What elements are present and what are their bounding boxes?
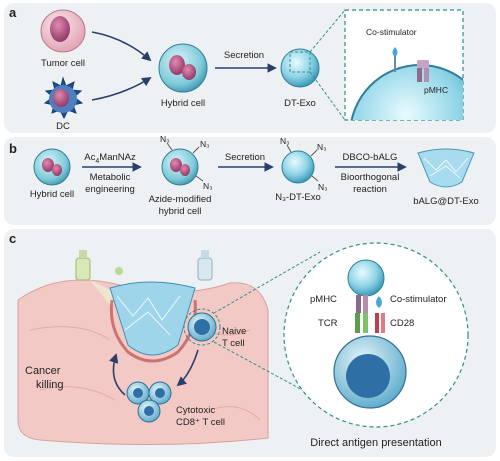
balg-exo-label: bALG@DT-Exo: [413, 196, 479, 207]
cytotoxic-label-2: CD8⁺ T cell: [176, 417, 225, 428]
azide-label-1: Azide-modified: [149, 194, 212, 205]
hybrid-cell-icon: [158, 43, 208, 93]
dbco-label: DBCO-bALG: [343, 152, 398, 163]
azide-tag-2: N₃: [200, 139, 210, 149]
azide-tag-4: N₃: [280, 136, 290, 146]
panel-b: b Hybrid cell Ac4ManNAz Metabolic engine…: [4, 134, 496, 225]
azide-label-2: hybrid cell: [159, 206, 202, 217]
co-stimulator-icon: [392, 47, 398, 72]
hybrid-cell-label: Hybrid cell: [161, 98, 205, 109]
naive-label-1: Naive: [222, 326, 246, 337]
synapse-zoom-circle: [283, 242, 469, 428]
panel-b-background: [4, 137, 496, 225]
cytotoxic-label-1: Cytotoxic: [176, 405, 215, 416]
tcr-label: TCR: [318, 318, 338, 329]
hybrid-cell-b-label: Hybrid cell: [30, 189, 74, 200]
secretion-label: Secretion: [224, 50, 264, 61]
cd28-label: CD28: [390, 318, 414, 329]
reagent-label: Ac4ManNAz: [84, 152, 136, 165]
pmhc-c-label: pMHC: [310, 294, 337, 305]
azide-hybrid-cell-icon: [161, 142, 204, 186]
co-stimulator-label: Co-stimulator: [366, 27, 417, 37]
azide-tag-5: N₃: [317, 142, 327, 152]
panel-b-letter: b: [9, 141, 17, 156]
bioorth-label-1: Bioorthogonal: [341, 172, 400, 183]
dt-exo-label: DT-Exo: [284, 98, 316, 109]
panel-c: c Naive T cell: [4, 229, 496, 457]
hybrid-cell-b-icon: [33, 148, 71, 186]
direct-antigen-label: Direct antigen presentation: [310, 437, 441, 449]
dendritic-cell-icon: [43, 76, 84, 120]
pmhc-icon: [417, 60, 429, 82]
cytotoxic-t-cells-icon: [126, 381, 172, 423]
pmhc-label: pMHC: [424, 85, 448, 95]
naive-t-cell-icon: [183, 308, 221, 346]
dc-label: DC: [56, 121, 70, 132]
engineering-label: engineering: [85, 184, 135, 195]
activation-arrow: [176, 349, 199, 387]
zoom-source-box: [289, 51, 311, 73]
dt-exo-icon: [280, 48, 320, 88]
exosome-zoom-box: Co-stimulator pMHC: [344, 9, 464, 121]
co-stimulator-c-label: Co-stimulator: [390, 294, 447, 305]
azide-tag-3: N₃: [203, 181, 213, 191]
metabolic-label: Metabolic: [90, 172, 131, 183]
droplet-icon: [115, 267, 123, 275]
cancer-label-2: killing: [36, 379, 64, 391]
naive-label-2: T cell: [222, 338, 245, 349]
killing-arrow: [109, 353, 126, 396]
tumor-cell-icon: [40, 9, 86, 53]
tumor-to-hybrid-arrow: [91, 31, 152, 62]
n3-dt-exo-icon: [281, 144, 319, 184]
panel-c-letter: c: [9, 231, 16, 246]
tumor-cell-label: Tumor cell: [41, 58, 85, 69]
azide-tag-1: N₃: [160, 134, 170, 144]
dc-to-hybrid-arrow: [91, 76, 152, 101]
cancer-label-1: Cancer: [25, 365, 61, 377]
balg-hydrogel-icon: [417, 148, 475, 188]
panel-a-letter: a: [9, 5, 17, 20]
secretion-b-label: Secretion: [225, 152, 265, 163]
panel-a: a Tumor cell DC Hybrid cell Secretion: [4, 3, 496, 133]
n3-dt-exo-label: N₃-DT-Exo: [275, 192, 321, 203]
azide-tag-6: N₃: [318, 182, 328, 192]
bioorth-label-2: reaction: [353, 184, 387, 195]
